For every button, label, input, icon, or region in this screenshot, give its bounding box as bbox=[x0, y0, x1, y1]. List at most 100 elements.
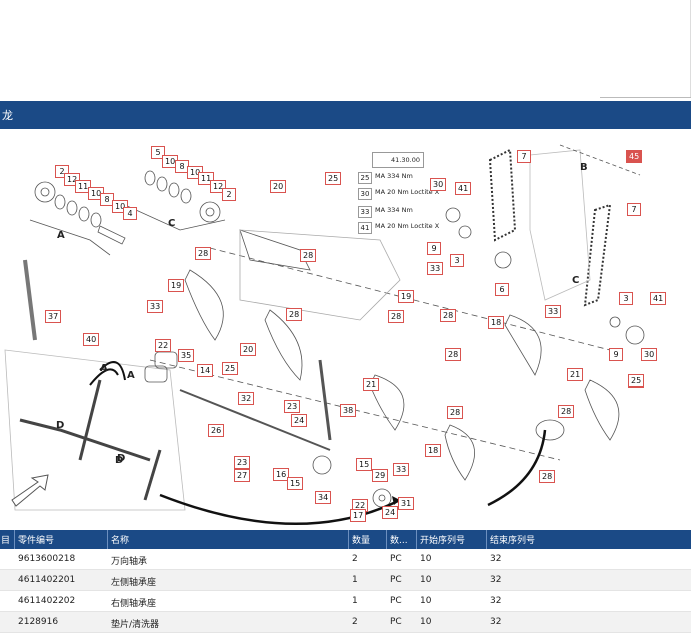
callout-19[interactable]: 19 bbox=[168, 279, 185, 292]
callout-3[interactable]: 3 bbox=[619, 292, 633, 305]
cell-quantity: 1 bbox=[352, 575, 358, 585]
callout-16[interactable]: 16 bbox=[273, 468, 290, 481]
callout-30[interactable]: 30 bbox=[641, 348, 658, 361]
cell-part-number: 2128916 bbox=[18, 617, 59, 627]
torque-item: 41 bbox=[358, 222, 372, 234]
callout-11[interactable]: 11 bbox=[75, 180, 92, 193]
cell-start-serial: 10 bbox=[420, 617, 432, 627]
toolbar-area bbox=[0, 0, 691, 98]
callout-6[interactable]: 6 bbox=[495, 283, 509, 296]
col-header-item[interactable]: 目 bbox=[1, 536, 11, 546]
callout-28[interactable]: 28 bbox=[195, 247, 212, 260]
callout-4[interactable]: 4 bbox=[123, 207, 137, 220]
col-header-quantity[interactable]: 数量 bbox=[352, 536, 371, 546]
torque-spec-table: 25 MA 334 Nm 30 MA 20 Nm Loctite X 33 MA… bbox=[358, 172, 439, 240]
callout-33[interactable]: 33 bbox=[427, 262, 444, 275]
view-letter-c: C bbox=[168, 218, 176, 229]
callout-24[interactable]: 24 bbox=[291, 414, 308, 427]
callout-18[interactable]: 18 bbox=[425, 444, 442, 457]
callout-28[interactable]: 28 bbox=[286, 308, 303, 321]
callout-37[interactable]: 37 bbox=[45, 310, 62, 323]
callout-20[interactable]: 20 bbox=[270, 180, 287, 193]
callout-28[interactable]: 28 bbox=[300, 249, 317, 262]
callout-32[interactable]: 32 bbox=[238, 392, 255, 405]
callout-33[interactable]: 33 bbox=[147, 300, 164, 313]
callout-3[interactable]: 3 bbox=[450, 254, 464, 267]
callout-15[interactable]: 15 bbox=[287, 477, 304, 490]
torque-spec: MA 20 Nm Loctite X bbox=[375, 188, 440, 196]
callout-23[interactable]: 23 bbox=[234, 456, 251, 469]
torque-item: 30 bbox=[358, 188, 372, 200]
callout-9[interactable]: 9 bbox=[609, 348, 623, 361]
callout-33[interactable]: 33 bbox=[545, 305, 562, 318]
callout-14[interactable]: 14 bbox=[197, 364, 214, 377]
callout-27[interactable]: 27 bbox=[234, 469, 251, 482]
callout-2[interactable]: 2 bbox=[222, 188, 236, 201]
callout-33[interactable]: 33 bbox=[393, 463, 410, 476]
callout-9[interactable]: 9 bbox=[427, 242, 441, 255]
cell-part-name: 右侧轴承座 bbox=[111, 599, 157, 609]
callout-41[interactable]: 41 bbox=[455, 182, 472, 195]
callout-25[interactable]: 25 bbox=[628, 374, 645, 387]
callout-28[interactable]: 28 bbox=[558, 405, 575, 418]
callout-24[interactable]: 24 bbox=[382, 506, 399, 519]
callout-15[interactable]: 15 bbox=[356, 458, 373, 471]
col-header-unit[interactable]: 数... bbox=[390, 536, 408, 546]
cell-end-serial: 32 bbox=[490, 554, 502, 564]
cell-start-serial: 10 bbox=[420, 554, 432, 564]
callout-18[interactable]: 18 bbox=[488, 316, 505, 329]
callout-22[interactable]: 22 bbox=[155, 339, 172, 352]
callout-highlighted[interactable]: 45 bbox=[626, 150, 643, 163]
callout-28[interactable]: 28 bbox=[447, 406, 464, 419]
callout-21[interactable]: 21 bbox=[567, 368, 584, 381]
callout-28[interactable]: 28 bbox=[539, 470, 556, 483]
callout-41[interactable]: 41 bbox=[650, 292, 667, 305]
col-header-end-serial[interactable]: 结束序列号 bbox=[490, 536, 536, 546]
section-title-bar: 龙 bbox=[0, 101, 691, 129]
table-header: 目 零件编号 名称 数量 数... 开始序列号 结束序列号 bbox=[0, 530, 691, 549]
callout-7[interactable]: 7 bbox=[517, 150, 531, 163]
col-header-name[interactable]: 名称 bbox=[111, 536, 130, 546]
callout-38[interactable]: 38 bbox=[340, 404, 357, 417]
cell-part-name: 左侧轴承座 bbox=[111, 578, 157, 588]
callout-28[interactable]: 28 bbox=[388, 310, 405, 323]
cell-end-serial: 32 bbox=[490, 596, 502, 606]
cell-unit: PC bbox=[390, 617, 402, 627]
callout-7[interactable]: 7 bbox=[627, 203, 641, 216]
callout-40[interactable]: 40 bbox=[83, 333, 100, 346]
cell-unit: PC bbox=[390, 575, 402, 585]
callout-25[interactable]: 25 bbox=[325, 172, 342, 185]
callout-35[interactable]: 35 bbox=[178, 349, 195, 362]
callout-25[interactable]: 25 bbox=[222, 362, 239, 375]
cell-start-serial: 10 bbox=[420, 575, 432, 585]
callout-28[interactable]: 28 bbox=[445, 348, 462, 361]
callout-5[interactable]: 5 bbox=[151, 146, 165, 159]
exploded-parts-diagram[interactable]: 41.30.00 25 MA 334 Nm 30 MA 20 Nm Loctit… bbox=[0, 130, 691, 530]
col-header-start-serial[interactable]: 开始序列号 bbox=[420, 536, 466, 546]
callout-30[interactable]: 30 bbox=[430, 178, 447, 191]
cell-part-number: 9613600218 bbox=[18, 554, 76, 564]
view-letter-a: A bbox=[127, 370, 135, 381]
parts-table: 目 零件编号 名称 数量 数... 开始序列号 结束序列号 9613600218… bbox=[0, 530, 691, 633]
col-header-part-number[interactable]: 零件编号 bbox=[18, 536, 55, 546]
callout-23[interactable]: 23 bbox=[284, 400, 301, 413]
cell-part-number: 4611402202 bbox=[18, 596, 76, 606]
callout-22[interactable]: 22 bbox=[352, 499, 369, 512]
callout-29[interactable]: 29 bbox=[372, 469, 389, 482]
callout-19[interactable]: 19 bbox=[398, 290, 415, 303]
callout-31[interactable]: 31 bbox=[398, 497, 415, 510]
callout-28[interactable]: 28 bbox=[440, 309, 457, 322]
callout-34[interactable]: 34 bbox=[315, 491, 332, 504]
view-letter-c: C bbox=[572, 275, 580, 286]
callout-20[interactable]: 20 bbox=[240, 343, 257, 356]
callout-8[interactable]: 8 bbox=[100, 193, 114, 206]
callout-26[interactable]: 26 bbox=[208, 424, 225, 437]
callout-17[interactable]: 17 bbox=[350, 509, 367, 522]
torque-spec: MA 334 Nm bbox=[375, 206, 413, 214]
callout-21[interactable]: 21 bbox=[363, 378, 380, 391]
